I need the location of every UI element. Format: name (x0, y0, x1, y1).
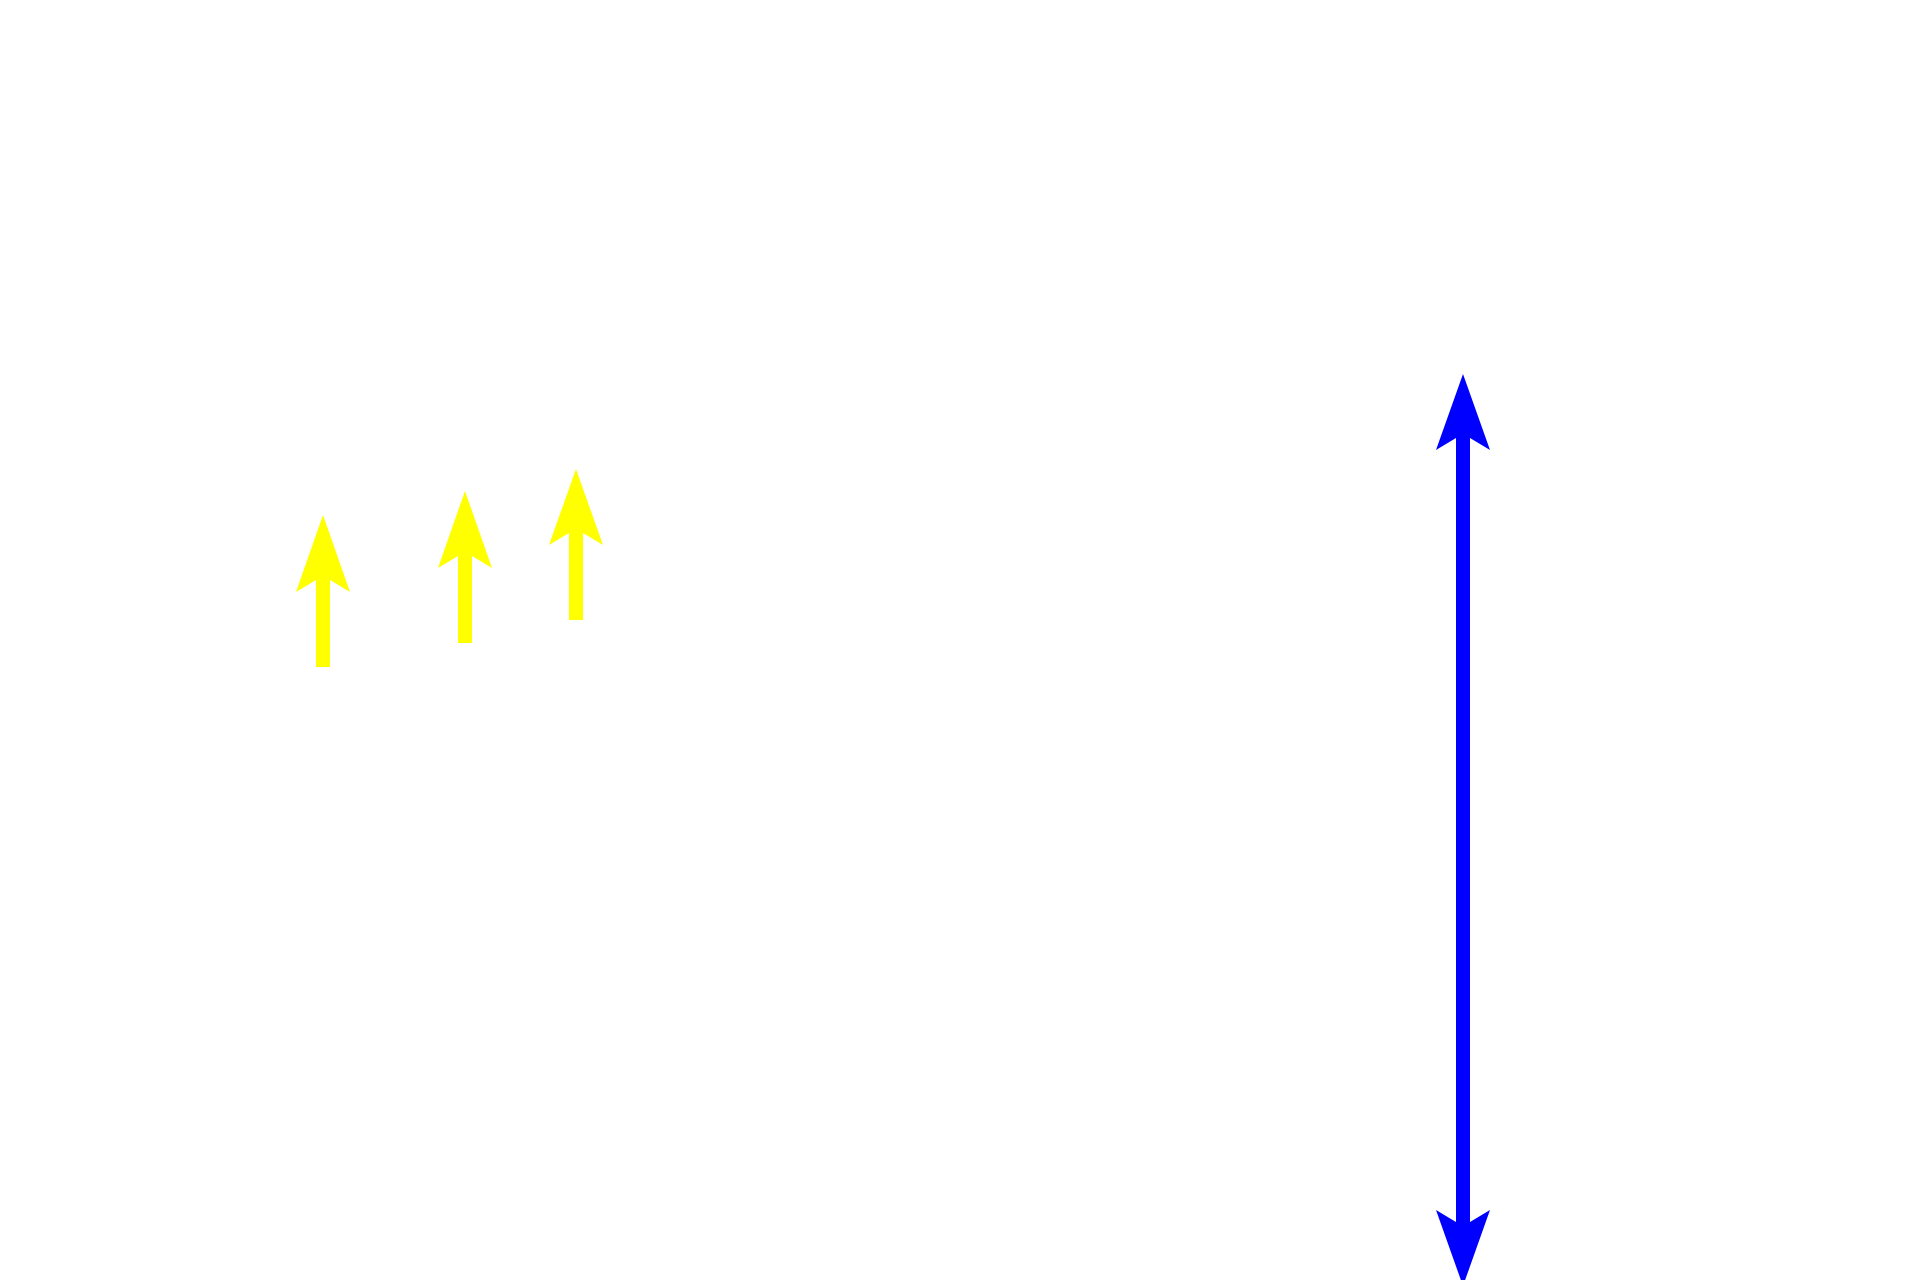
yellow-arrow-1 (296, 515, 350, 667)
arrow-head-top (1436, 374, 1490, 450)
arrow-shaft (316, 575, 330, 667)
arrow-shaft (1456, 430, 1470, 1230)
yellow-arrow-3 (549, 469, 603, 620)
arrow-head (549, 469, 603, 545)
arrow-shaft (569, 530, 583, 620)
arrow-head (438, 491, 492, 568)
yellow-arrow-2 (438, 491, 492, 643)
arrow-head-bottom (1436, 1210, 1490, 1280)
arrow-head (296, 515, 350, 592)
arrow-shaft (458, 552, 472, 643)
blue-double-arrow (1436, 374, 1490, 1280)
